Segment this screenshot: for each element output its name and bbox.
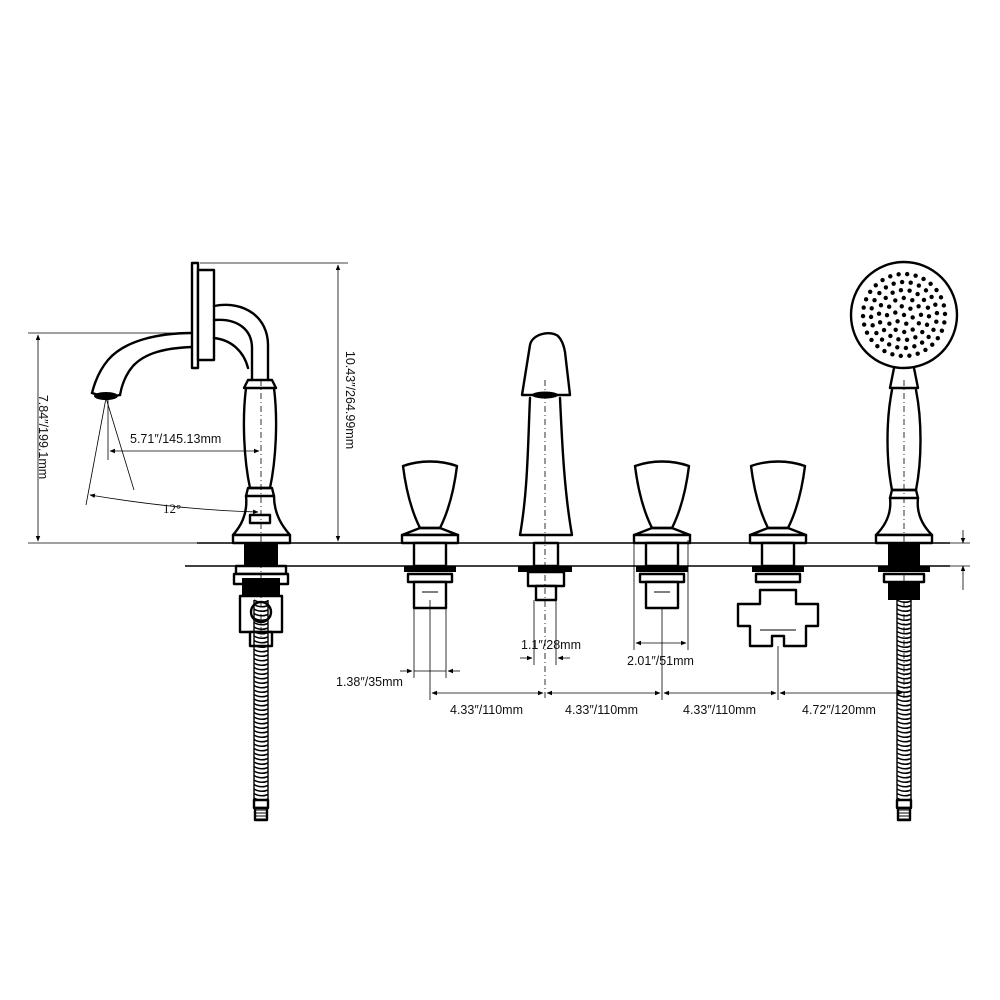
dim-spout-reach: 5.71″/145.13mm: [107, 396, 260, 460]
label-spacing-1: 4.33″/110mm: [450, 703, 523, 717]
label-valve-width: 2.01″/51mm: [627, 654, 694, 668]
diverter-handle: [748, 460, 808, 545]
hand-shower: [849, 260, 959, 600]
spout-hose: [252, 599, 270, 822]
tub-spout: [90, 261, 292, 648]
center-lines: [260, 380, 905, 700]
label-total-height: 10.43″/264.99mm: [343, 351, 357, 449]
label-handle-base: 1.38″/35mm: [336, 675, 403, 689]
label-spacing-3: 4.33″/110mm: [683, 703, 756, 717]
label-center-base: 1.1″/28mm: [521, 638, 581, 652]
label-spout-angle: 12°: [163, 501, 181, 516]
label-spout-height: 7.84″/199.1mm: [36, 395, 50, 479]
label-spout-reach: 5.71″/145.13mm: [130, 432, 221, 446]
center-spout: [517, 332, 575, 602]
label-spacing-4: 4.72″/120mm: [802, 703, 876, 717]
hot-handle: [400, 460, 460, 545]
diverter-valve-body: [736, 541, 820, 648]
dim-spout-height: 7.84″/199.1mm: [28, 332, 197, 544]
cold-valve-body: [636, 541, 688, 610]
dim-spacing-chain: 4.33″/110mm 4.33″/110mm 4.33″/110mm 4.72…: [431, 646, 903, 717]
cold-handle: [632, 460, 692, 545]
deck-surface: [185, 542, 950, 567]
dim-handle-base: 1.38″/35mm: [336, 600, 460, 700]
dim-total-height: 10.43″/264.99mm: [200, 262, 357, 542]
dim-spout-angle: 12°: [85, 397, 259, 516]
hot-valve-body: [404, 541, 456, 610]
dim-deck-thickness: [950, 530, 970, 590]
spray-face: [860, 271, 948, 359]
dim-center-base: 1.1″/28mm: [520, 600, 581, 665]
dim-valve-width: 2.01″/51mm: [627, 540, 694, 700]
label-spacing-2: 4.33″/110mm: [565, 703, 638, 717]
